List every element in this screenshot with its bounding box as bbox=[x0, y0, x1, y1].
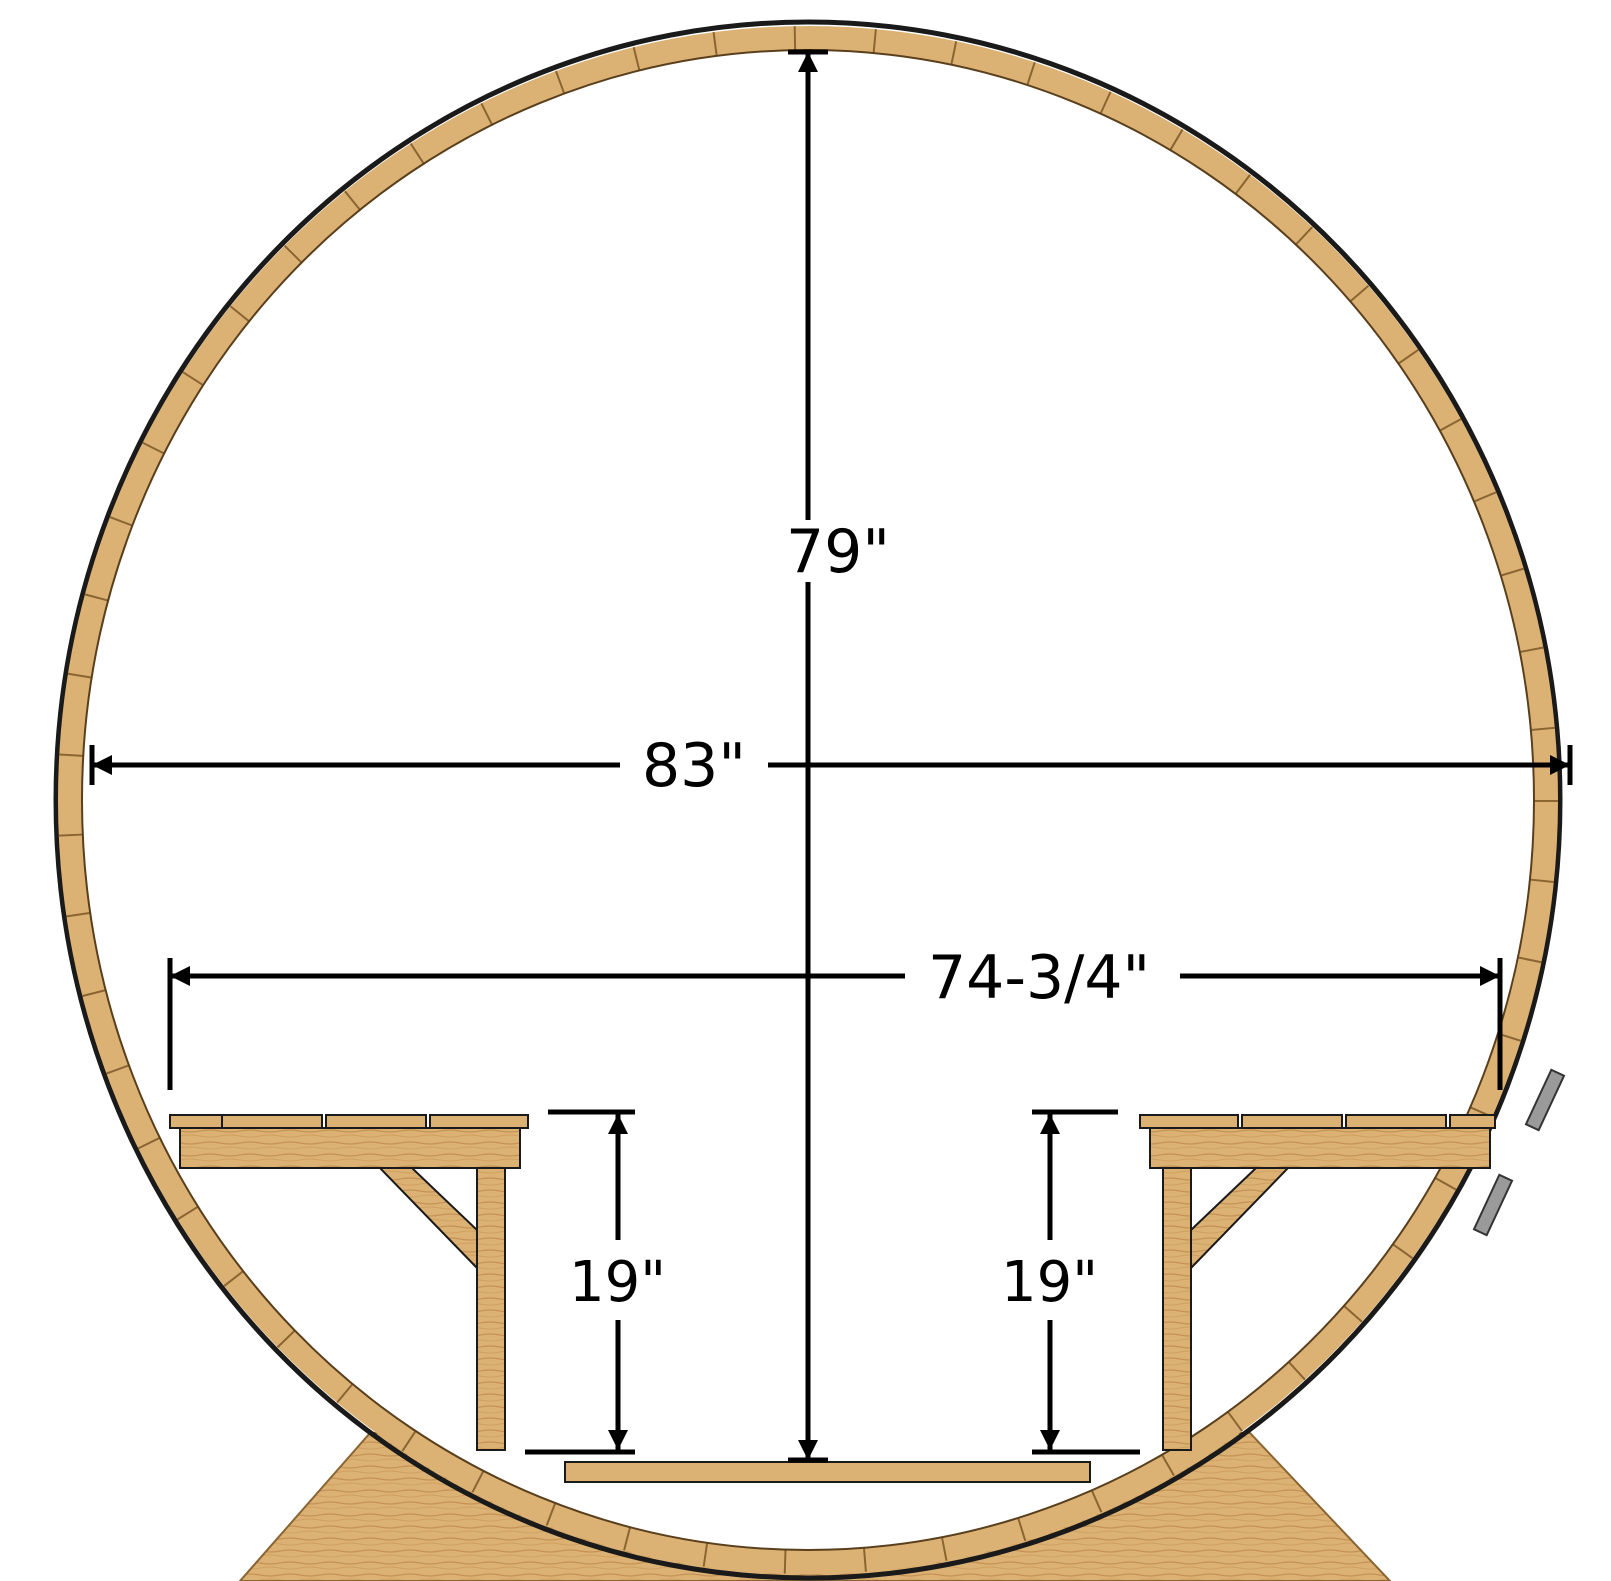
right-bench-height-dimension-line bbox=[1032, 1109, 1140, 1455]
left-bench-height-label: 19" bbox=[565, 1255, 671, 1311]
left-bench bbox=[169, 1114, 529, 1451]
diameter-dimension-line bbox=[89, 745, 1573, 785]
right-bench bbox=[1139, 1114, 1496, 1451]
right-bench-height-label: 19" bbox=[997, 1255, 1103, 1311]
door-hinge bbox=[1472, 1068, 1566, 1237]
left-bench-height-dimension-line bbox=[525, 1109, 635, 1455]
height-dimension-line bbox=[788, 49, 828, 1463]
height-label: 79" bbox=[782, 522, 894, 582]
floor-board bbox=[564, 1461, 1091, 1483]
bench-span-label: 74-3/4" bbox=[920, 948, 1159, 1008]
diameter-label: 83" bbox=[634, 736, 754, 796]
bench-span-dimension-line bbox=[167, 958, 1503, 1090]
